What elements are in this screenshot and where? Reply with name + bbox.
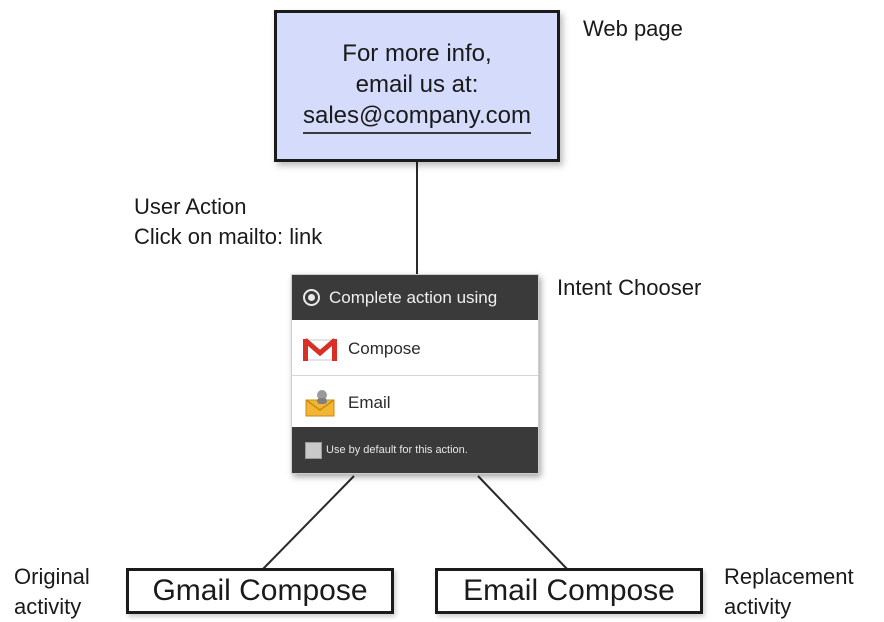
chooser-header-title: Complete action using xyxy=(329,287,498,307)
web-page-box: For more info, email us at: sales@compan… xyxy=(274,10,560,162)
chooser-divider xyxy=(292,375,538,376)
replacement-activity-label: Replacement activity xyxy=(724,562,884,622)
web-page-line-1: For more info, xyxy=(342,40,492,67)
intent-chooser-dialog: Complete action using Compose Email Us xyxy=(291,274,539,474)
chooser-option-compose-label: Compose xyxy=(348,338,421,358)
email-app-icon xyxy=(302,388,340,418)
chooser-header-icon xyxy=(303,289,320,306)
original-activity-label: Original activity xyxy=(14,562,90,622)
user-action-line-2: Click on mailto: link xyxy=(134,224,323,249)
original-line-1: Original xyxy=(14,564,90,589)
chooser-option-compose[interactable]: Compose xyxy=(292,322,538,375)
original-line-2: activity xyxy=(14,594,82,619)
chooser-to-email-line xyxy=(477,475,569,571)
chooser-header: Complete action using xyxy=(292,275,538,320)
web-page-line-2: email us at: xyxy=(355,71,479,98)
intent-chooser-label: Intent Chooser xyxy=(557,275,702,300)
user-action-line-1: User Action xyxy=(134,194,247,219)
replacement-line-1: Replacement xyxy=(724,564,854,589)
gmail-icon xyxy=(302,334,340,364)
use-default-label: Use by default for this action. xyxy=(326,444,468,456)
mailto-link[interactable]: sales@company.com xyxy=(303,100,531,134)
chooser-footer: Use by default for this action. xyxy=(292,427,538,473)
chooser-to-gmail-line xyxy=(261,475,355,571)
email-compose-box: Email Compose xyxy=(435,568,703,614)
gmail-compose-box: Gmail Compose xyxy=(126,568,394,614)
chooser-option-email-label: Email xyxy=(348,392,391,412)
web-page-label: Web page xyxy=(583,16,683,41)
use-default-checkbox[interactable] xyxy=(305,441,322,459)
chooser-option-email[interactable]: Email xyxy=(292,376,538,429)
user-action-label: User Action Click on mailto: link xyxy=(134,192,322,252)
replacement-line-2: activity xyxy=(724,594,792,619)
